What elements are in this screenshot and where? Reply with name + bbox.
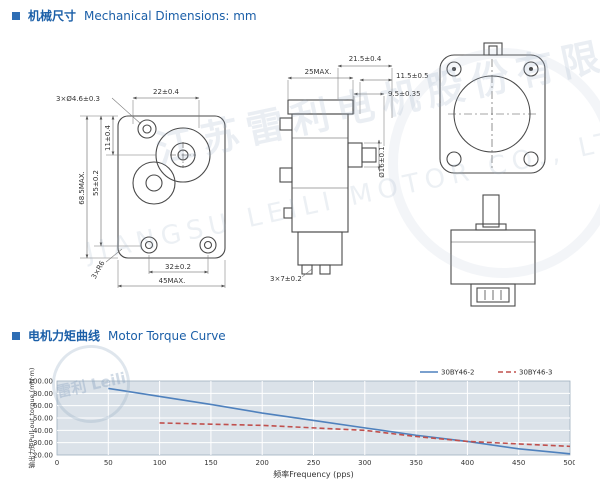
series-line-30BY46-3 xyxy=(159,422,571,448)
x-tick-label: 50 xyxy=(104,459,113,467)
dim-label-55: 55±0.2 xyxy=(92,170,100,196)
dim-label-25: 25MAX. xyxy=(305,68,332,76)
y-axis-label: 输出力矩Pull-out torque (mN·m) xyxy=(27,368,36,469)
y-tick-label: 60.00 xyxy=(33,402,53,410)
mech-section-header: 机械尺寸 Mechanical Dimensions: mm xyxy=(12,7,257,24)
dim-label-r6: 3×R6 xyxy=(90,259,107,280)
y-tick-label: 50.00 xyxy=(33,415,53,423)
x-tick-label: 400 xyxy=(461,459,474,467)
x-tick-label: 100 xyxy=(153,459,166,467)
mech-title-en: Mechanical Dimensions: mm xyxy=(84,8,257,23)
dim-label-215: 21.5±0.4 xyxy=(349,55,382,63)
torque-title-en: Motor Torque Curve xyxy=(108,328,226,343)
x-tick-label: 200 xyxy=(256,459,269,467)
x-tick-label: 250 xyxy=(307,459,320,467)
gearbox-front-dimensions xyxy=(80,96,226,288)
gearbox-side-view xyxy=(279,99,377,275)
x-tick-label: 0 xyxy=(55,459,59,467)
mechanical-drawings: 3×Ø4.6±0.3 22±0.4 11±0.4 55±0.2 68.5MAX.… xyxy=(56,42,546,307)
dim-label-32: 32±0.2 xyxy=(165,263,191,271)
dim-label-45: 45MAX. xyxy=(159,277,186,285)
gearbox-front-view xyxy=(117,115,226,259)
section-bullet-icon xyxy=(12,331,20,340)
torque-section-header: 电机力矩曲线 Motor Torque Curve xyxy=(12,327,226,344)
x-tick-label: 500 xyxy=(563,459,575,467)
x-axis-label: 频率Frequency (pps) xyxy=(273,469,353,479)
legend-label-30BY46-3: 30BY46-3 xyxy=(519,369,553,377)
dim-label-22: 22±0.4 xyxy=(153,88,179,96)
y-tick-label: 20.00 xyxy=(33,452,53,460)
x-tick-label: 150 xyxy=(204,459,217,467)
torque-chart-svg: 20.00 30.00 40.00 50.00 60.00 80.00 100.00 0 50 1… xyxy=(27,368,575,479)
y-tick-label: 80.00 xyxy=(33,390,53,398)
motor-top-view xyxy=(439,42,546,174)
motor-front-view xyxy=(450,194,536,307)
x-tick-label: 300 xyxy=(358,459,371,467)
y-tick-label: 40.00 xyxy=(33,427,53,435)
legend-label-30BY46-2: 30BY46-2 xyxy=(441,369,475,377)
mech-title-cn: 机械尺寸 xyxy=(28,9,77,23)
series-line-30BY46-2 xyxy=(108,387,571,455)
torque-chart: 20.00 30.00 40.00 50.00 60.00 80.00 100.00 0 50 1… xyxy=(25,365,575,495)
y-tick-label: 30.00 xyxy=(33,439,53,447)
dim-label-95: 9.5±0.35 xyxy=(388,90,421,98)
dim-label-11: 11±0.4 xyxy=(104,125,112,151)
torque-title-cn: 电机力矩曲线 xyxy=(28,329,101,343)
dim-label-3x7: 3×7±0.2 xyxy=(270,275,302,283)
x-tick-label: 350 xyxy=(409,459,422,467)
dim-label-holes: 3×Ø4.6±0.3 xyxy=(56,95,100,103)
dim-label-685: 68.5MAX. xyxy=(78,171,86,204)
dim-label-115: 11.5±0.5 xyxy=(396,72,429,80)
y-tick-label: 100.00 xyxy=(29,378,54,386)
section-bullet-icon xyxy=(12,11,20,20)
gearbox-side-dimensions xyxy=(287,64,393,278)
dim-label-d16: Ø16±0.1 xyxy=(378,146,386,177)
x-tick-label: 450 xyxy=(512,459,525,467)
